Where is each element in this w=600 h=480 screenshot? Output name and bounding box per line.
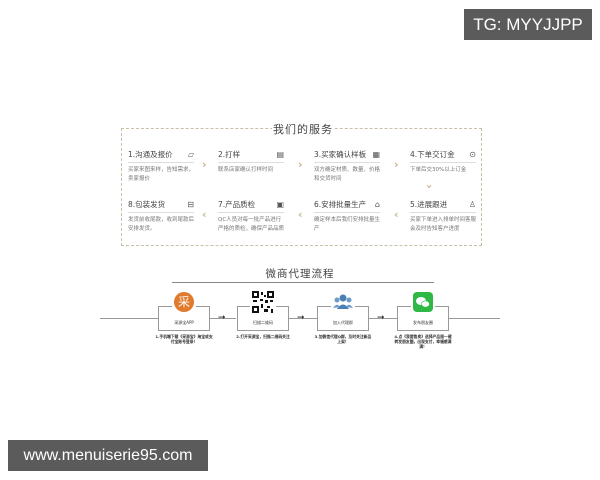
chevron-left-icon: ‹ [298, 208, 303, 221]
chevron-right-icon: › [202, 158, 207, 171]
flow-step-label: 采源宝APP [174, 320, 194, 325]
wechat-icon [413, 292, 433, 312]
services-title: 我们的服务 [272, 121, 334, 137]
group-icon [333, 294, 353, 309]
service-step-5: 5.进展跟进 ♙ 买家下单进入排单时间客服会及时告知客户进度 [410, 199, 476, 234]
box-edge [158, 306, 172, 307]
step-desc: QC人员对每一批产品进行严格的质检，确保产品品质 [218, 217, 285, 232]
flow-step-label: 加入代理群 [333, 320, 353, 325]
flow-connector [369, 318, 397, 319]
service-step-1: 1.沟通及报价 ▱ 买家来图来样，告知需求，卖家报价 [128, 149, 194, 184]
step-label: 2.打样 [218, 150, 241, 159]
chat-icon: ▱ [187, 149, 194, 159]
step-desc: 下单后交30%以上订金 [410, 167, 467, 173]
qr-code-icon [252, 291, 274, 313]
step-desc: 确定样本后我们安排批量生产 [314, 217, 381, 232]
step-label: 1.沟通及报价 [128, 150, 173, 159]
flow-step-caption: 1.手机端下载《采源宝》淘宝或支付宝账号登录！ [155, 334, 213, 344]
flow-step-caption: 2.打开采源宝，扫描二维码关注 [236, 334, 290, 339]
services-panel: 我们的服务 1.沟通及报价 ▱ 买家来图来样，告知需求，卖家报价 › 2.打样 ▤ … [121, 121, 482, 246]
box-edge [237, 306, 250, 307]
document-icon: ▤ [276, 149, 284, 159]
service-step-7: 7.产品质检 ▣ QC人员对每一批产品进行严格的质检，确保产品品质 [218, 199, 284, 234]
box-edge [196, 306, 210, 307]
service-step-3: 3.买家确认样板 ▦ 双方确定材质、数量、价格和交货时间 [314, 149, 380, 184]
step-label: 7.产品质检 [218, 200, 256, 209]
service-step-6: 6.安排批量生产 ⌂ 确定样本后我们安排批量生产 [314, 199, 380, 234]
flow-connector [289, 318, 317, 319]
flow-title: 微商代理流程 [265, 268, 335, 280]
chevron-right-icon: › [298, 158, 303, 171]
arrow-right-icon: ➞ [297, 313, 305, 323]
chevron-down-icon: › [422, 184, 436, 189]
step-desc: 联系店家确认打样时间 [218, 167, 274, 173]
person-icon: ♙ [468, 199, 476, 209]
service-step-4: 4.下单交订金 ⊙ 下单后交30%以上订金 [410, 149, 476, 175]
flow-step-caption: 3.加微信代理Q群，及时关注新品上架！ [314, 334, 372, 344]
chevron-left-icon: ‹ [394, 208, 399, 221]
factory-icon: ⌂ [374, 199, 380, 209]
step-desc: 买家来图来样，告知需求，卖家报价 [128, 167, 195, 182]
box-edge [355, 306, 369, 307]
sample-icon: ▦ [372, 149, 380, 159]
box-edge [317, 306, 331, 307]
box-edge [397, 306, 411, 307]
chevron-right-icon: › [394, 158, 399, 171]
flow-connector [100, 318, 158, 319]
step-label: 5.进展跟进 [410, 200, 448, 209]
flow-step-label: 扫描二维码 [253, 320, 273, 325]
service-step-8: 8.包装发货 ⊟ 发货前收尾款，收到尾款后安排发货。 [128, 199, 194, 234]
caiyuanbao-app-icon: 采 [174, 292, 194, 312]
watermark-bottom-left: www.menuiserie95.com [8, 440, 208, 471]
step-label: 8.包装发货 [128, 200, 166, 209]
step-desc: 双方确定材质、数量、价格和交货时间 [314, 167, 381, 182]
package-icon: ⊟ [187, 199, 194, 209]
step-label: 3.买家确认样板 [314, 150, 367, 159]
coin-icon: ⊙ [469, 149, 476, 159]
flow-connector [210, 318, 236, 319]
step-label: 4.下单交订金 [410, 150, 455, 159]
step-desc: 发货前收尾款，收到尾款后安排发货。 [128, 217, 195, 232]
box-edge [276, 306, 289, 307]
divider [172, 282, 434, 283]
arrow-right-icon: ➞ [218, 313, 226, 323]
watermark-top-right: TG: MYYJJPP [464, 9, 592, 40]
flow-step-3: 加入代理群 [317, 306, 369, 331]
step-label: 6.安排批量生产 [314, 200, 367, 209]
flow-step-caption: 4.点《我要售卖》选择产品图一键转发朋友圈，出现支付，幸福感满满！ [394, 334, 452, 349]
step-desc: 买家下单进入排单时间客服会及时告知客户进度 [410, 217, 477, 232]
service-step-2: 2.打样 ▤ 联系店家确认打样时间 [218, 149, 284, 175]
chevron-left-icon: ‹ [202, 208, 207, 221]
flow-connector [449, 318, 500, 319]
flow-step-label: 发布朋友圈 [413, 320, 433, 325]
arrow-right-icon: ➞ [377, 313, 385, 323]
inspection-icon: ▣ [276, 199, 284, 209]
box-edge [435, 306, 449, 307]
